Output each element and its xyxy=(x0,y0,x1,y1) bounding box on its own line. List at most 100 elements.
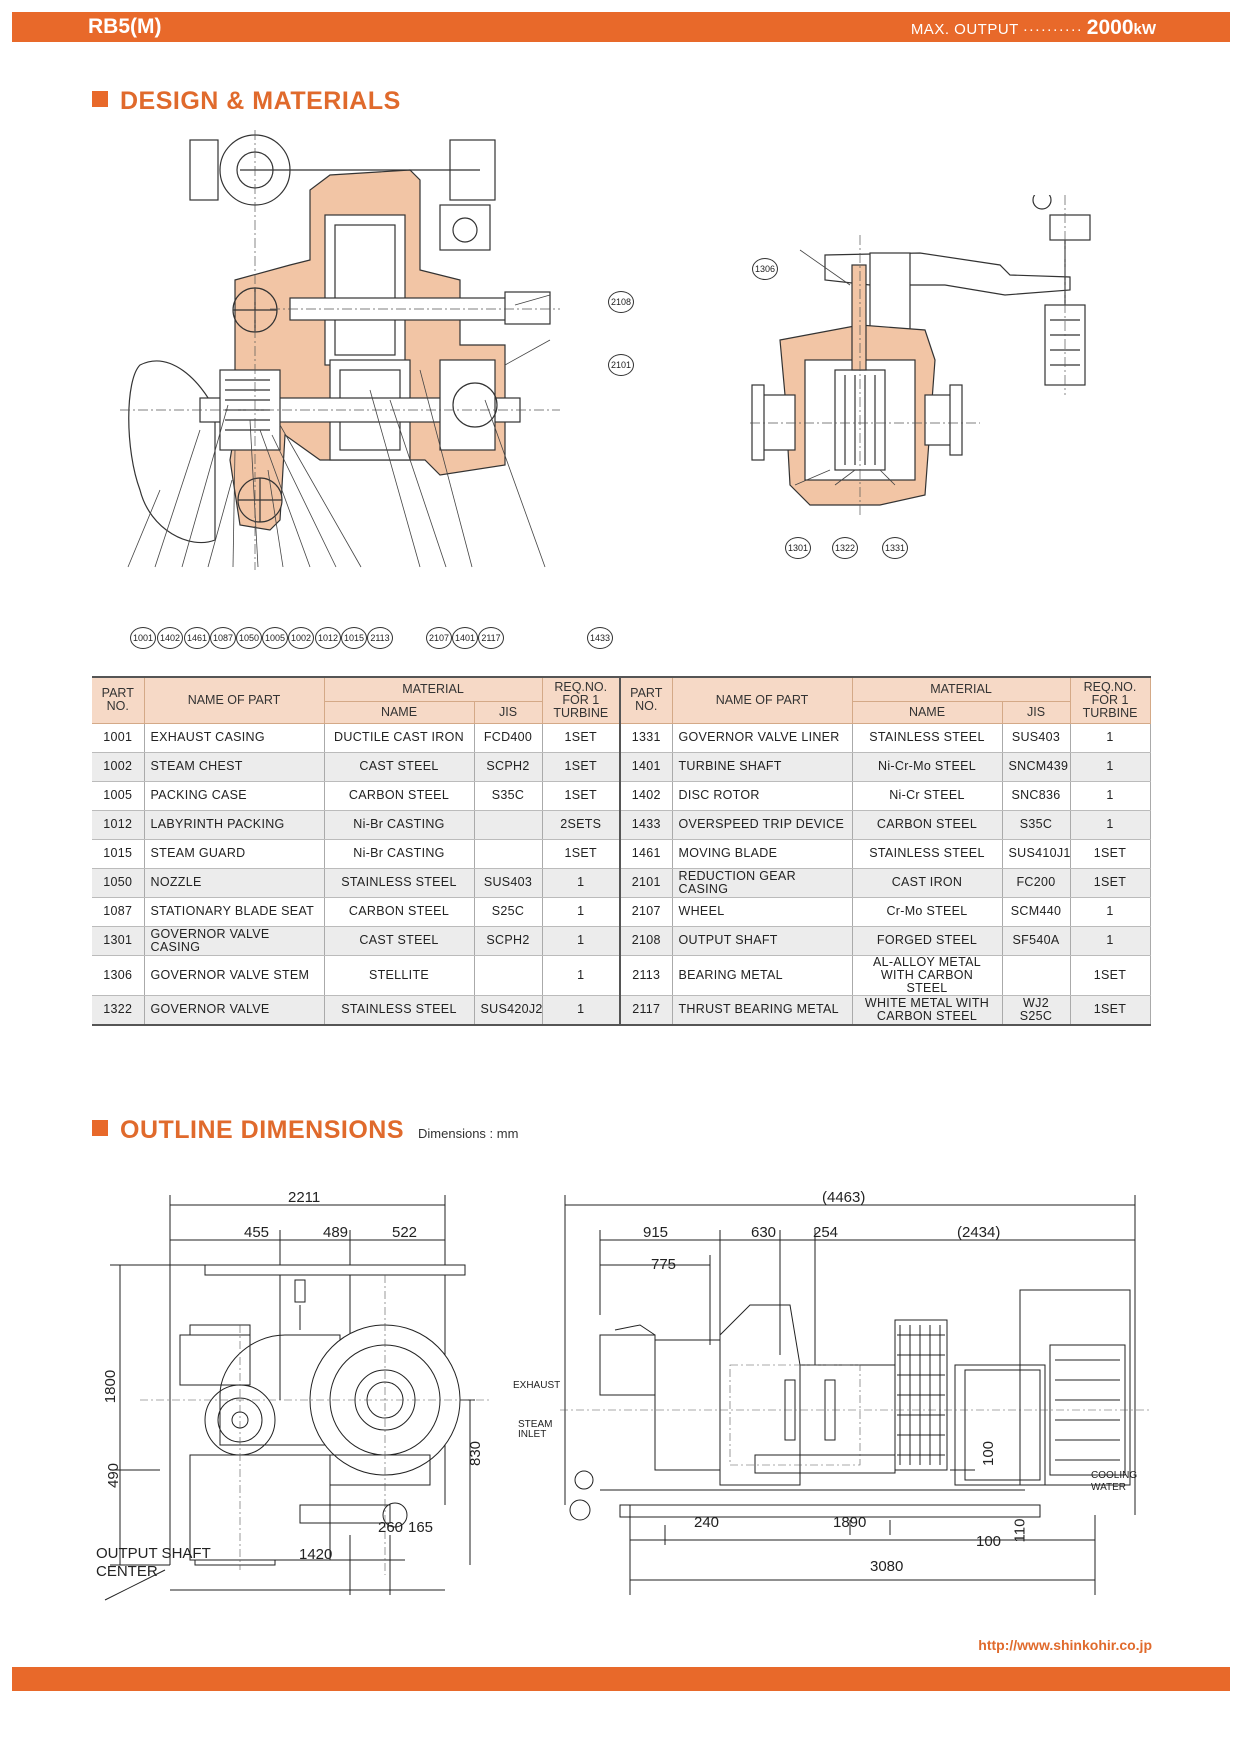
jis-code: S35C xyxy=(474,781,543,811)
jis-code: SCPH2 xyxy=(474,926,543,956)
req-no: 1SET xyxy=(542,781,621,811)
req-no: 1 xyxy=(542,868,621,898)
part-name: STEAM CHEST xyxy=(144,752,325,782)
part-no: 2101 xyxy=(619,868,673,898)
part-no: 1015 xyxy=(92,839,145,869)
callout-label: 1401 xyxy=(452,627,478,649)
center-label: CENTER xyxy=(96,1563,158,1580)
material-name: Ni-Br CASTING xyxy=(324,839,475,869)
header-material-name: NAME xyxy=(852,701,1003,724)
callout-label: 2107 xyxy=(426,627,452,649)
req-no: 1SET xyxy=(542,723,621,753)
dim-3080: 3080 xyxy=(870,1558,904,1575)
header-name-of-part: NAME OF PART xyxy=(144,676,325,724)
part-name: PACKING CASE xyxy=(144,781,325,811)
model-name: RB5(M) xyxy=(88,15,162,38)
callout-label: 1087 xyxy=(210,627,236,649)
max-output-label: MAX. OUTPUT xyxy=(910,21,1019,38)
callout-label: 2101 xyxy=(608,354,634,376)
jis-code xyxy=(1002,955,1071,996)
req-no: 1SET xyxy=(542,752,621,782)
jis-code: SUS410J1 xyxy=(1002,839,1071,869)
dim-830: 830 xyxy=(467,1440,485,1467)
top-bar: RB5(M) MAX. OUTPUT··········2000kW xyxy=(12,12,1230,42)
jis-code: FC200 xyxy=(1002,868,1071,898)
jis-code xyxy=(474,839,543,869)
jis-code: SCM440 xyxy=(1002,897,1071,927)
part-no: 1087 xyxy=(92,897,145,927)
part-no: 1301 xyxy=(92,926,145,956)
jis-code: SNCM439 xyxy=(1002,752,1071,782)
callout-label: 1015 xyxy=(341,627,367,649)
dim-2211: 2211 xyxy=(288,1189,321,1206)
req-no: 1SET xyxy=(542,839,621,869)
part-no: 1433 xyxy=(619,810,673,840)
req-no: 1 xyxy=(1070,781,1151,811)
material-name: Cr-Mo STEEL xyxy=(852,897,1003,927)
max-output-unit: kW xyxy=(1133,21,1157,38)
callout-label: 2108 xyxy=(608,291,634,313)
jis-code xyxy=(474,810,543,840)
callout-label: 1461 xyxy=(184,627,210,649)
callout-label: 1001 xyxy=(130,627,156,649)
req-no: 1 xyxy=(1070,723,1151,753)
req-no: 1SET xyxy=(1070,955,1151,996)
part-no: 1306 xyxy=(92,955,145,996)
website-link[interactable]: http://www.shinkohir.co.jp xyxy=(978,1637,1152,1653)
material-name: STAINLESS STEEL xyxy=(852,839,1003,869)
part-name: DISC ROTOR xyxy=(672,781,853,811)
part-name: GOVERNOR VALVE LINER xyxy=(672,723,853,753)
part-name: REDUCTION GEAR CASING xyxy=(672,868,853,898)
part-no: 1012 xyxy=(92,810,145,840)
exhaust-label: EXHAUST xyxy=(513,1380,561,1391)
callout-label: 1301 xyxy=(785,537,811,559)
dim-455: 455 xyxy=(244,1224,270,1241)
outline-title-text: OUTLINE DIMENSIONS xyxy=(120,1116,405,1144)
governor-valve-drawing xyxy=(750,195,1130,545)
material-name: CAST IRON xyxy=(852,868,1003,898)
header-part-no: PART NO. xyxy=(92,676,145,724)
material-name: CARBON STEEL xyxy=(324,781,475,811)
part-name: EXHAUST CASING xyxy=(144,723,325,753)
part-name: GOVERNOR VALVE xyxy=(144,995,325,1026)
callout-label: 1306 xyxy=(752,258,778,280)
part-name: MOVING BLADE xyxy=(672,839,853,869)
part-no: 1001 xyxy=(92,723,145,753)
dim-775: 775 xyxy=(651,1256,677,1273)
callout-label: 1002 xyxy=(288,627,314,649)
part-name: GOVERNOR VALVE CASING xyxy=(144,926,325,956)
output-shaft-label: OUTPUT SHAFT xyxy=(96,1545,211,1562)
parts-materials-table: PART NO. NAME OF PART MATERIAL REQ.NO. F… xyxy=(92,676,1151,1026)
jis-code: WJ2 S25C xyxy=(1002,995,1071,1026)
dim-110: 110 xyxy=(1011,1518,1029,1543)
header-name-of-part: NAME OF PART xyxy=(672,676,853,724)
req-no: 1 xyxy=(542,897,621,927)
dim-630: 630 xyxy=(751,1224,777,1241)
header-req-no: REQ.NO. FOR 1 TURBINE xyxy=(542,676,621,724)
jis-code: SF540A xyxy=(1002,926,1071,956)
jis-code: FCD400 xyxy=(474,723,543,753)
section-square-icon xyxy=(92,91,108,107)
jis-code: SNC836 xyxy=(1002,781,1071,811)
req-no: 1 xyxy=(1070,926,1151,956)
jis-code: S25C xyxy=(474,897,543,927)
part-name: BEARING METAL xyxy=(672,955,853,996)
header-material: MATERIAL xyxy=(324,676,543,702)
part-name: OVERSPEED TRIP DEVICE xyxy=(672,810,853,840)
part-name: WHEEL xyxy=(672,897,853,927)
jis-code: S35C xyxy=(1002,810,1071,840)
part-no: 2113 xyxy=(619,955,673,996)
part-no: 1322 xyxy=(92,995,145,1026)
material-name: STAINLESS STEEL xyxy=(852,723,1003,753)
part-name: STEAM GUARD xyxy=(144,839,325,869)
callout-label: 1433 xyxy=(587,627,613,649)
inlet-label: INLET xyxy=(518,1429,547,1440)
